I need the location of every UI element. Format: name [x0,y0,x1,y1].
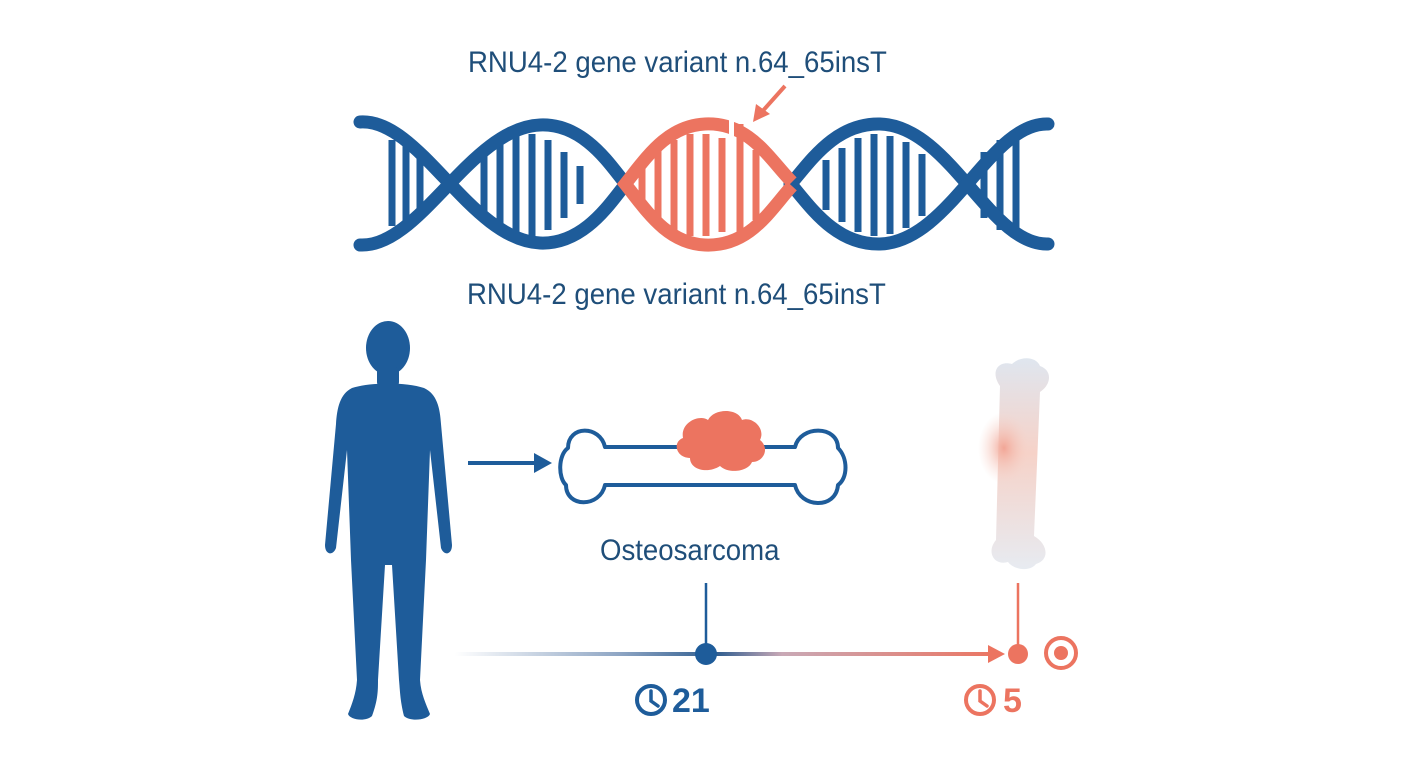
arrow-icon [468,453,552,473]
clock-icon [964,684,996,716]
gene-variant-label-bottom: RNU4-2 gene variant n.64_65insT [467,278,886,311]
diagnosis-marker [695,643,717,665]
faded-bone-icon [978,358,1049,570]
end-marker [1008,644,1028,664]
human-silhouette-icon [325,321,452,720]
bone-with-tumor-icon [558,411,848,505]
timeline [455,583,1078,670]
end-time-value: 5 [1003,682,1022,720]
diagnosis-label: Osteosarcoma [600,534,780,567]
dna-helix-icon [353,114,1055,252]
target-icon [1044,636,1078,670]
variant-pointer-arrow-icon [753,84,787,122]
diagnosis-time-value: 21 [672,682,710,720]
gene-variant-label-top: RNU4-2 gene variant n.64_65insT [468,46,887,79]
clock-icon [635,684,667,716]
